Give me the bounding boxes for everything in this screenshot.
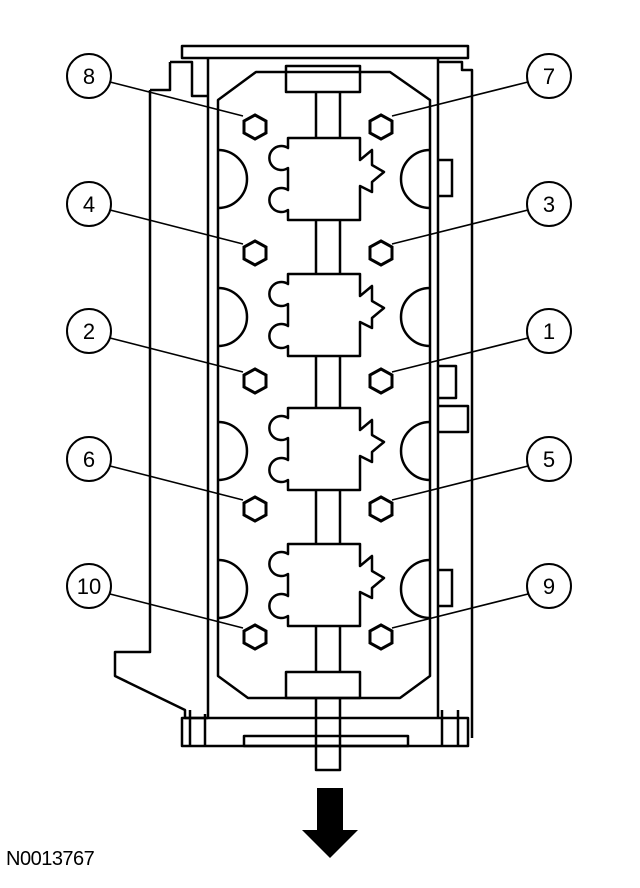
leader-lines — [109, 81, 529, 629]
hex-bolt-icon — [242, 113, 268, 141]
hex-bolt-icon — [368, 367, 394, 395]
callout-label: 8 — [83, 64, 95, 89]
bearing-cap-1 — [268, 136, 386, 222]
hex-bolt-icon — [368, 623, 394, 651]
callout-1: 1 — [526, 308, 572, 354]
callout-9: 9 — [526, 563, 572, 609]
bearing-cap-2 — [268, 272, 386, 358]
callout-label: 7 — [543, 64, 555, 89]
callout-label: 3 — [543, 192, 555, 217]
callout-3: 3 — [526, 181, 572, 227]
callout-label: 4 — [83, 192, 95, 217]
callout-6: 6 — [66, 436, 112, 482]
callout-label: 6 — [83, 447, 95, 472]
hex-bolts — [242, 113, 394, 651]
hex-bolt-icon — [242, 623, 268, 651]
hex-bolt-icon — [242, 367, 268, 395]
callout-label: 1 — [543, 319, 555, 344]
callout-5: 5 — [526, 436, 572, 482]
bearing-cap-3 — [268, 406, 386, 492]
callout-4: 4 — [66, 181, 112, 227]
cylinder-head-outline — [113, 44, 474, 772]
hex-bolt-icon — [242, 239, 268, 267]
right-scallops — [399, 148, 454, 620]
arrow-down-icon — [302, 788, 358, 858]
callout-label: 9 — [543, 574, 555, 599]
callout-label: 5 — [543, 447, 555, 472]
hex-bolt-icon — [368, 113, 394, 141]
callout-8: 8 — [66, 53, 112, 99]
hex-bolt-icon — [368, 239, 394, 267]
bearing-cap-4 — [268, 542, 386, 628]
callout-7: 7 — [526, 53, 572, 99]
hex-bolt-icon — [368, 495, 394, 523]
left-scallops — [217, 148, 249, 620]
callout-10: 10 — [66, 563, 112, 609]
callouts: 8 7 4 3 2 1 6 5 — [66, 53, 572, 609]
callout-label: 10 — [77, 574, 101, 599]
callout-2: 2 — [66, 308, 112, 354]
hex-bolt-icon — [242, 495, 268, 523]
camshaft-bearing-caps — [268, 136, 386, 628]
figure-id: N0013767 — [6, 848, 95, 870]
callout-label: 2 — [83, 319, 95, 344]
